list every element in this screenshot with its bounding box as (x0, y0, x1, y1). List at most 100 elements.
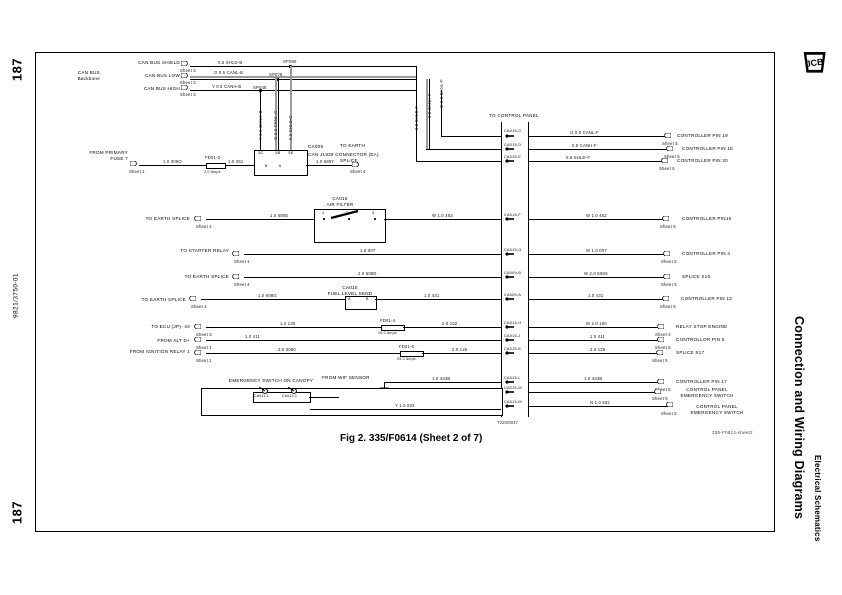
circuit-wire-1 (528, 149, 670, 150)
circuit-dest-sheet-12: Sheet 5 (661, 411, 677, 416)
circuit-left-wire-label-8: 1.0 411 (245, 334, 261, 339)
terminal-label-7: CA015-H (504, 321, 522, 325)
device-ca018-contact-0 (323, 218, 325, 220)
terminal-label-12: CA015-M (504, 400, 522, 404)
circuit-left-wire-9 (206, 353, 400, 354)
canbus-flag-2 (181, 85, 188, 90)
fuse-fd01-4-body (381, 325, 405, 331)
canbus-wire-0 (190, 66, 416, 67)
connector-ca009-pin-1: 5B (275, 151, 281, 155)
terminal-connector-4 (505, 252, 514, 256)
power-wire-mid-label: 1.0 361 (228, 159, 244, 164)
terminal-connector-1 (505, 147, 514, 151)
circuit-dest-sheet-10: Sheet 5 (655, 387, 671, 392)
svg-text:JCB: JCB (805, 57, 824, 69)
canopy-switch-contacts-icon (258, 386, 297, 394)
circuit-wire-label-12: N 1.0 832 (590, 400, 610, 405)
circuit-mid-wire-9 (422, 353, 501, 354)
canbus-flag-0 (181, 61, 188, 66)
device-ca010-pin-0: A (348, 297, 351, 301)
canopy-switch-title: EMERGENCY SWITCH ON CANOPY (229, 378, 314, 383)
device-ca018-body (314, 209, 386, 243)
canbus-right-join-0 (416, 161, 501, 162)
terminal-connector-3 (505, 217, 514, 221)
canbus-drop-0 (290, 66, 292, 152)
circuit-left-wire-label-10: 1.0 433B (432, 376, 451, 381)
device-ca018-ref: CA018 (332, 196, 348, 201)
canbus-vertical-label-1: G 0.5 CANL-C (273, 110, 278, 140)
drawing-code: 335-F0614-sheet2 (712, 430, 753, 435)
connector-ca009-pin-3: B (264, 164, 268, 168)
circuit-left-label-4: TO STARTER RELAY (180, 248, 229, 253)
terminal-label-10: CA015-L (504, 376, 521, 380)
circuit-wire-label-4: W 1.0 007 (586, 248, 607, 253)
device-ca010-ref: CA010 (342, 285, 358, 290)
power-wire-in (139, 165, 254, 166)
terminal-label-9: CA015-K (504, 347, 522, 351)
circuit-left-label-5: TO EARTH SPLICE (184, 274, 229, 279)
canbus-wire-1b (190, 79, 416, 80)
circuit-dest-10: CONTROLLER PIN 17 (676, 379, 727, 384)
side-heading-sub: Electrical Schematics (813, 455, 822, 542)
canbus-group-label-line2: Backbone (77, 76, 100, 81)
circuit-left-sheet-4: Sheet 1 (234, 259, 250, 264)
canbus-flag-1 (181, 73, 188, 78)
circuit-wire-label-3b: W 1.0 462 (586, 213, 607, 218)
circuit-dest-6: CONTROLLER PIN 13 (681, 296, 732, 301)
terminal-connector-9 (505, 351, 514, 355)
terminal-connector-6 (505, 297, 514, 301)
circuit-mid-wire-label-7: 2.0 102 (442, 321, 458, 326)
canbus-row-label-1: CAN BUS LOW (145, 73, 180, 78)
canbus-wire-label-0: 0.5 SHLD-B (218, 60, 243, 65)
circuit-dest-0: CONTROLLER PIN 19 (677, 133, 728, 138)
circuit-left-sheet-9: Sheet 1 (196, 358, 212, 363)
circuit-left-wire-label-9: 2.0 308C (278, 347, 297, 352)
terminal-connector-12 (505, 404, 514, 408)
circuit-wire-label-1: 0.5 CANH-F (572, 143, 597, 148)
circuit-dest-4: CONTROLLER PIN 4 (682, 251, 731, 256)
canbus-drop-1b (278, 78, 279, 152)
circuit-left-wire-4 (244, 254, 501, 255)
device-ca018-name: AIR FILTER (326, 202, 354, 207)
circuit-dest-sheet-5: Sheet 5 (661, 282, 677, 287)
terminal-connector-2 (505, 159, 514, 163)
circuit-dest-11-line1: CONTROL PANEL (686, 387, 728, 392)
canbus-wire-1a (190, 76, 416, 78)
circuit-wire-label-5: W 2.0 608X (584, 271, 608, 276)
fuse-fd01-3-ref: FD01-3 (205, 155, 221, 160)
circuit-dest-9: SPLICE S17 (676, 350, 705, 355)
circuit-wire-10 (528, 382, 660, 383)
circuit-dest-flag-3 (662, 216, 669, 221)
circuit-left-wire-label-6: 1.0 608G (258, 293, 277, 298)
circuit-left-wire-3 (206, 219, 314, 220)
circuit-left-wire-10 (384, 382, 501, 383)
device-ca010-name: FUEL LEVEL SEND (327, 291, 373, 296)
circuit-dest-5: SPLICE S16 (682, 274, 711, 279)
power-earth-sheet: Sheet 4 (350, 169, 366, 174)
control-panel-title: TO CONTROL PANEL (489, 113, 539, 118)
power-source-line2: FUSE 7 (110, 156, 128, 161)
terminal-label-8: CA015-J (504, 334, 521, 338)
side-heading-main: Connection and Wiring Diagrams (792, 316, 806, 520)
canopy-switch-terminal-0: CA011-1 (254, 394, 269, 398)
circuit-dest-flag-10 (657, 379, 664, 384)
power-wire-out (306, 165, 356, 166)
circuit-left-label-10: FROM WIF SENSOR (322, 375, 370, 380)
circuit-dest-3: CONTROLLER PIN16 (682, 216, 732, 221)
document-number: 9821/3750-01 (12, 273, 20, 318)
power-earth-label-line1: TO EARTH (340, 143, 366, 148)
circuit-wire-label-7: W 2.0 160 (586, 321, 607, 326)
circuit-dest-flag-8 (657, 337, 664, 342)
power-source-line1: FROM PRIMARY (89, 150, 128, 155)
splice-label-0: SP080 (283, 59, 297, 64)
splice-label-1: SP078 (269, 72, 283, 77)
terminal-connector-5 (505, 275, 514, 279)
circuit-dest-flag-11 (654, 389, 661, 394)
circuit-left-label-7: TO ECU (JP)- 44 (151, 324, 190, 329)
canbus-drop-2 (260, 90, 261, 152)
connector-ca009-pin-2: 5E (288, 151, 294, 155)
canbus-sheet-0: Sheet 3 (180, 68, 196, 73)
canbus-vertical-label-2: Y 0.5 CANH-C (258, 110, 263, 140)
circuit-left-flag-6 (189, 296, 196, 301)
